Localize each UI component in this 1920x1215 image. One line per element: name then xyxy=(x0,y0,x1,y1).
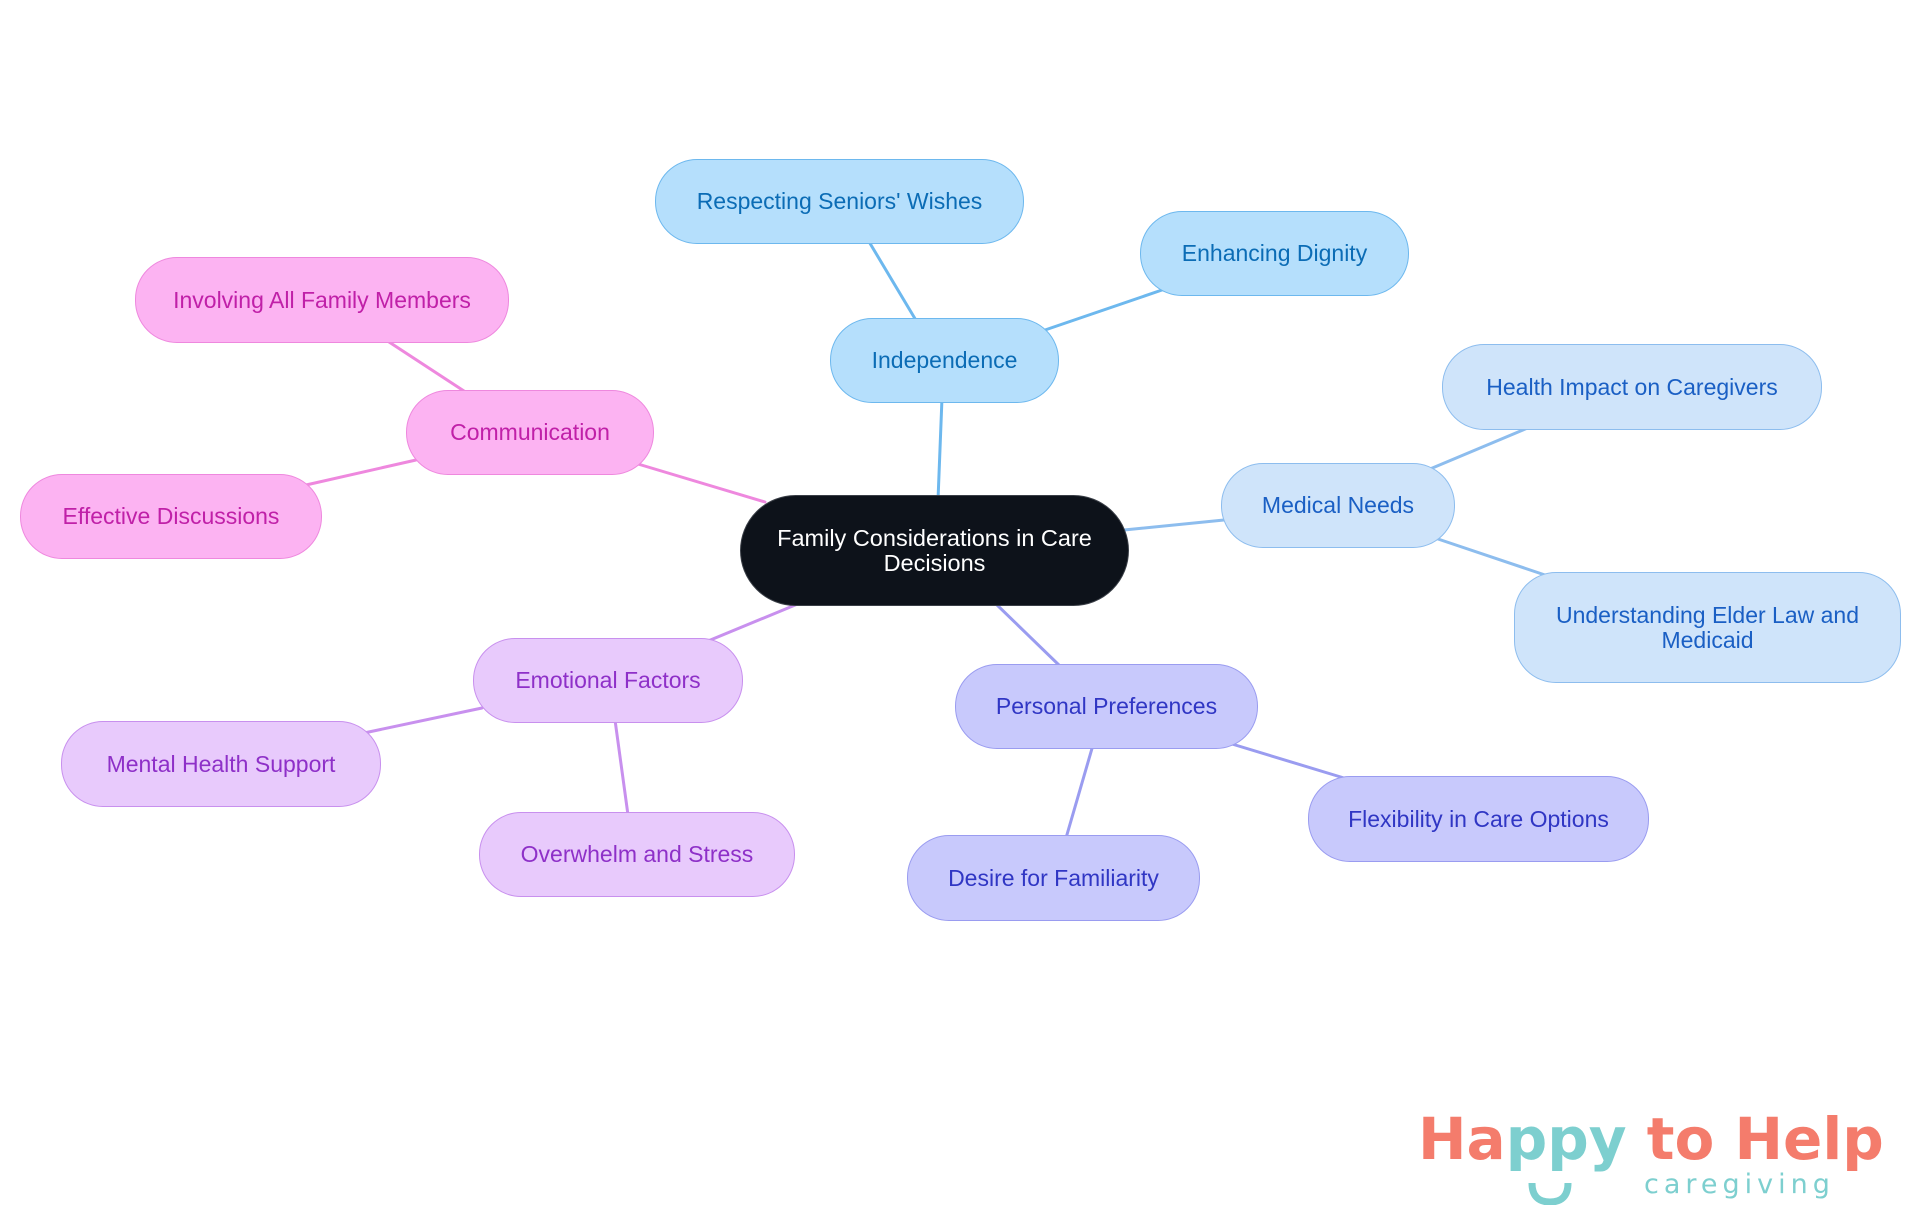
edge-communication-effective xyxy=(304,458,418,487)
node-label: Overwhelm and Stress xyxy=(520,841,754,867)
node-personal-preferences[interactable]: Personal Preferences xyxy=(955,664,1258,749)
node-label: Enhancing Dignity xyxy=(1181,240,1368,266)
node-flexibility-in-care-options[interactable]: Flexibility in Care Options xyxy=(1308,776,1649,862)
node-label: Emotional Factors xyxy=(515,667,701,693)
edge-emotional-overwhelm xyxy=(613,718,630,817)
edge-emotional-mental xyxy=(362,706,484,735)
node-desire-for-familiarity[interactable]: Desire for Familiarity xyxy=(907,835,1200,921)
node-communication[interactable]: Communication xyxy=(406,390,654,475)
edge-root-personal xyxy=(993,601,1064,670)
edge-root-emotional xyxy=(706,601,802,643)
node-independence[interactable]: Independence xyxy=(830,318,1059,403)
node-overwhelm-and-stress[interactable]: Overwhelm and Stress xyxy=(479,812,795,897)
happy-to-help-logo: Happy to Help caregiving xyxy=(1418,1105,1884,1205)
node-effective-discussions[interactable]: Effective Discussions xyxy=(20,474,322,559)
node-medical-needs[interactable]: Medical Needs xyxy=(1221,463,1455,548)
edge-personal-desire xyxy=(1064,743,1095,840)
edge-independence-respecting xyxy=(866,238,919,324)
node-enhancing-dignity[interactable]: Enhancing Dignity xyxy=(1140,211,1409,296)
node-label: Independence xyxy=(871,347,1018,373)
logo-text-to-help: to Help xyxy=(1626,1105,1884,1173)
node-label: Effective Discussions xyxy=(62,503,280,529)
edge-medical-health xyxy=(1428,425,1532,471)
node-label: Involving All Family Members xyxy=(173,286,471,313)
node-label: Mental Health Support xyxy=(106,750,336,777)
edge-medical-understanding xyxy=(1436,537,1550,578)
logo-text-ppy: ppy xyxy=(1505,1105,1627,1173)
node-label: Desire for Familiarity xyxy=(948,864,1159,891)
node-label: Communication xyxy=(450,419,610,445)
logo-text-ha: Ha xyxy=(1418,1105,1506,1173)
logo-wordmark: Happy to Help xyxy=(1418,1105,1884,1173)
root-node-label: Family Considerations in Care Decisions xyxy=(777,524,1092,576)
node-mental-health-support[interactable]: Mental Health Support xyxy=(61,721,381,807)
node-label: Flexibility in Care Options xyxy=(1348,805,1609,832)
edge-personal-flexibility xyxy=(1230,742,1346,780)
logo-tagline: caregiving xyxy=(1644,1169,1835,1200)
node-emotional-factors[interactable]: Emotional Factors xyxy=(473,638,743,723)
edge-communication-involving xyxy=(384,338,469,395)
node-label: Understanding Elder Law and Medicaid xyxy=(1555,601,1860,653)
node-respecting-seniors-wishes[interactable]: Respecting Seniors' Wishes xyxy=(655,159,1024,244)
node-involving-all-family-members[interactable]: Involving All Family Members xyxy=(135,257,509,343)
edge-root-medical xyxy=(1122,518,1226,532)
smile-icon xyxy=(1528,1182,1572,1205)
edge-independence-enhancing xyxy=(1043,288,1164,332)
root-node[interactable]: Family Considerations in Care Decisions xyxy=(740,495,1129,606)
node-health-impact-on-caregivers[interactable]: Health Impact on Caregivers xyxy=(1442,344,1822,430)
node-label: Respecting Seniors' Wishes xyxy=(696,188,983,214)
node-understanding-elder-law[interactable]: Understanding Elder Law and Medicaid xyxy=(1514,572,1901,683)
node-label: Health Impact on Caregivers xyxy=(1486,373,1778,400)
node-label: Personal Preferences xyxy=(995,693,1218,719)
edge-root-communication xyxy=(636,462,767,504)
node-label: Medical Needs xyxy=(1261,492,1415,518)
edge-root-independence xyxy=(936,396,944,502)
